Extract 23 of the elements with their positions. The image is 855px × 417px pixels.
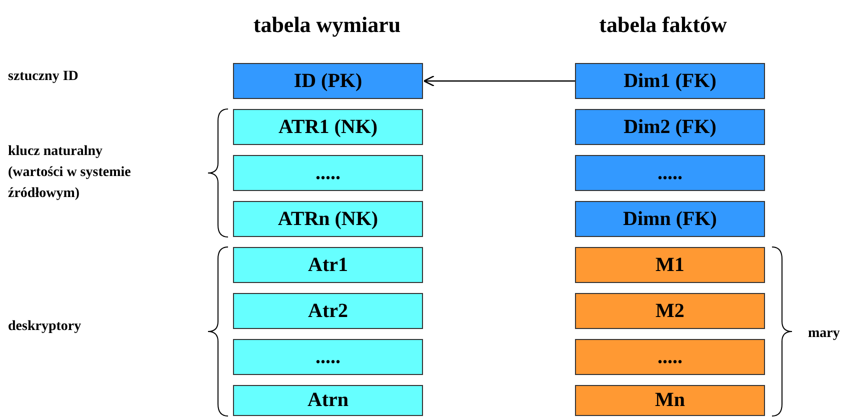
key-box: Dim1 (FK) — [575, 63, 765, 99]
attribute-box: ..... — [233, 155, 423, 191]
row-annotation: klucz naturalny (wartości w systemie źródłowym) — [8, 143, 132, 203]
table-heading: tabela wymiaru — [253, 11, 401, 39]
measure-box: Mn — [575, 385, 765, 416]
measure-box: ..... — [575, 339, 765, 375]
attribute-box: ATRn (NK) — [233, 201, 423, 237]
measure-box: M1 — [575, 247, 765, 283]
measure-box: M2 — [575, 293, 765, 329]
table-heading: tabela faktów — [599, 11, 727, 39]
attribute-box: Atrn — [233, 385, 423, 416]
attribute-box: Atr1 — [233, 247, 423, 283]
key-box: ID (PK) — [233, 63, 423, 99]
row-annotation: deskryptory — [8, 318, 82, 336]
key-box: Dimn (FK) — [575, 201, 765, 237]
row-annotation: sztuczny ID — [8, 68, 78, 86]
attribute-box: ..... — [233, 339, 423, 375]
attribute-box: ATR1 (NK) — [233, 109, 423, 145]
key-box: Dim2 (FK) — [575, 109, 765, 145]
row-annotation: mary — [808, 325, 840, 343]
key-box: ..... — [575, 155, 765, 191]
attribute-box: Atr2 — [233, 293, 423, 329]
arrow — [423, 75, 575, 87]
